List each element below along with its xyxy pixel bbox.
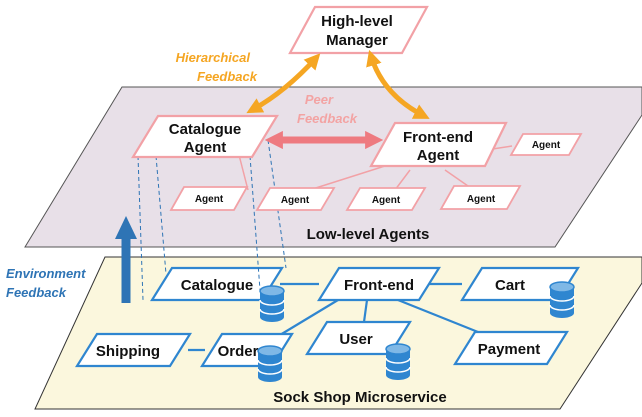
hierarchical-feedback-arrow-right bbox=[366, 49, 430, 119]
service-user-label: User bbox=[339, 331, 373, 348]
catalogue-agent[interactable]: Catalogue Agent bbox=[131, 114, 279, 159]
catalogue-agent-label-line1: Catalogue bbox=[169, 121, 242, 138]
small-agent-label: Agent bbox=[195, 194, 224, 205]
small-agent[interactable]: Agent bbox=[169, 186, 249, 211]
hierarchical-feedback-arrow-left bbox=[246, 53, 321, 114]
service-payment[interactable]: Payment bbox=[453, 330, 569, 366]
peer-feedback-label-line2: Feedback bbox=[297, 111, 358, 126]
agents-layer-title: Low-level Agents bbox=[307, 226, 430, 243]
service-shipping-label: Shipping bbox=[96, 343, 160, 360]
small-agent-label: Agent bbox=[467, 194, 496, 205]
manager-label-line1: High-level bbox=[321, 13, 393, 30]
service-cart-label: Cart bbox=[495, 277, 525, 294]
service-connections bbox=[188, 282, 479, 352]
environment-feedback-label-line1: Environment bbox=[6, 266, 86, 281]
service-frontend[interactable]: Front-end bbox=[317, 266, 441, 302]
manager-label-line2: Manager bbox=[326, 32, 388, 49]
database-icon bbox=[549, 281, 575, 318]
service-shipping[interactable]: Shipping bbox=[75, 332, 192, 368]
database-icon bbox=[259, 285, 285, 322]
frontend-agent[interactable]: Front-end Agent bbox=[369, 121, 508, 168]
small-agent-label: Agent bbox=[281, 195, 310, 206]
small-agent[interactable]: Agent bbox=[439, 185, 522, 210]
hierarchical-feedback-label-line1: Hierarchical bbox=[176, 50, 251, 65]
peer-feedback-label-line1: Peer bbox=[305, 92, 334, 107]
service-frontend-label: Front-end bbox=[344, 277, 414, 294]
high-level-manager[interactable]: High-level Manager bbox=[288, 5, 429, 55]
service-user[interactable]: User bbox=[305, 320, 412, 356]
service-catalogue[interactable]: Catalogue bbox=[150, 266, 284, 302]
environment-feedback-label-line2: Feedback bbox=[6, 285, 67, 300]
small-agent-label: Agent bbox=[372, 195, 401, 206]
environment-feedback-arrowhead bbox=[115, 216, 137, 239]
frontend-agent-label-line1: Front-end bbox=[403, 129, 473, 146]
hierarchical-feedback-label-line2: Feedback bbox=[197, 69, 258, 84]
service-order-label: Order bbox=[218, 343, 259, 360]
database-icon bbox=[385, 343, 411, 380]
service-cart[interactable]: Cart bbox=[460, 266, 580, 302]
microservice-layer-title: Sock Shop Microservice bbox=[273, 389, 446, 406]
service-catalogue-label: Catalogue bbox=[181, 277, 254, 294]
frontend-agent-label-line2: Agent bbox=[417, 147, 460, 164]
database-icon bbox=[257, 345, 283, 382]
small-agent[interactable]: Agent bbox=[255, 187, 336, 211]
small-agent-label: Agent bbox=[532, 140, 561, 151]
service-payment-label: Payment bbox=[478, 341, 541, 358]
small-agent[interactable]: Agent bbox=[345, 187, 427, 211]
small-agent[interactable]: Agent bbox=[509, 133, 583, 156]
catalogue-agent-label-line2: Agent bbox=[184, 139, 227, 156]
